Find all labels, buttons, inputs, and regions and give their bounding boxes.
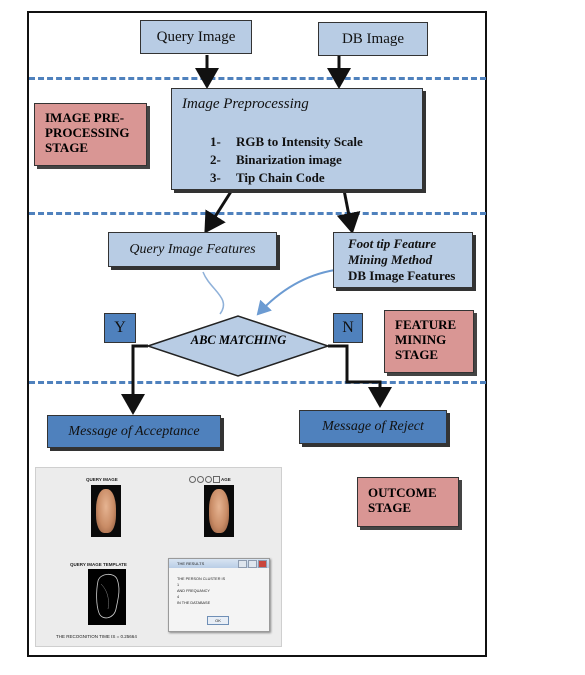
stage-label-feature-mining: FEATURE MINING STAGE	[384, 310, 474, 373]
decision-no-badge: N	[333, 313, 363, 343]
toolbar-data-icon	[213, 476, 220, 483]
recognition-time-label: THE RECOGNITION TIME IS = 0.25664	[56, 634, 137, 639]
preprocessing-box: Image Preprocessing 1-RGB to Intensity S…	[171, 88, 423, 190]
db-features-label: DB Image Features	[348, 268, 456, 283]
stage-label-preprocessing: IMAGE PRE-PROCESSING STAGE	[34, 103, 147, 166]
results-dialog: THE RESULTS THE PERSON CLUSTER IS 1 AND …	[168, 558, 270, 632]
toolbar-pan-icon	[205, 476, 212, 483]
arrow-no-to-reject	[328, 344, 392, 408]
dialog-text-line: 1	[177, 583, 180, 587]
foot-outline-icon	[96, 573, 120, 619]
preprocessing-step: 1-RGB to Intensity Scale	[210, 134, 363, 149]
toolbar-zoom-icon	[189, 476, 196, 483]
diagram-frame	[27, 11, 487, 657]
dialog-text-line: THE PERSON CLUSTER IS	[177, 577, 226, 581]
query-features-box: Query Image Features	[108, 232, 277, 267]
decision-yes-badge: Y	[104, 313, 136, 343]
feature-method-line-1: Foot tip Feature	[348, 236, 437, 251]
result-screenshot: QUERY IMAGE AGE QUERY IMAGE TEMPLATE THE…	[35, 467, 282, 647]
preprocessing-title: Image Preprocessing	[182, 96, 309, 112]
stage-divider-2	[29, 212, 486, 215]
db-features-box: Foot tip Feature Mining Method DB Image …	[333, 232, 473, 288]
maximize-icon[interactable]	[248, 560, 257, 568]
query-image-label: Query Image	[156, 28, 236, 45]
reject-label: Message of Reject	[322, 419, 424, 434]
decision-yes-label: Y	[114, 319, 126, 336]
preprocessing-step: 3-Tip Chain Code	[210, 170, 325, 185]
stage-divider-3	[29, 381, 486, 384]
screenshot-db-image-label-row: AGE	[189, 476, 231, 483]
acceptance-box: Message of Acceptance	[47, 415, 221, 448]
decision-label: ABC MATCHING	[190, 333, 287, 347]
close-icon[interactable]	[258, 560, 267, 568]
db-image-label: DB Image	[341, 30, 405, 47]
dialog-text-line: 4	[177, 595, 180, 599]
reject-box: Message of Reject	[299, 410, 447, 444]
query-image-box: Query Image	[140, 20, 252, 54]
feature-method-line-2: Mining Method	[348, 252, 433, 267]
stage-divider-1	[29, 77, 486, 80]
toolbar-zoom-icon	[197, 476, 204, 483]
stage-label-outcome: OUTCOME STAGE	[357, 477, 459, 527]
arrow-yes-to-acceptance	[121, 344, 148, 415]
preprocessing-steps: 1-RGB to Intensity Scale 2-Binarization …	[210, 133, 363, 187]
query-features-label: Query Image Features	[129, 241, 256, 257]
query-foot-image	[91, 485, 121, 537]
results-dialog-title: THE RESULTS	[177, 561, 205, 566]
arrow-preproc-to-query-features	[204, 189, 234, 234]
db-foot-image	[204, 485, 234, 537]
dialog-text-line: AND FREQUANCY	[177, 589, 210, 593]
preprocessing-step: 2-Binarization image	[210, 152, 342, 167]
screenshot-db-image-label: AGE	[221, 477, 231, 482]
db-image-box: DB Image	[318, 22, 428, 56]
query-template-image	[88, 569, 126, 625]
decision-no-label: N	[342, 319, 354, 336]
arrow-preproc-to-db-features	[336, 189, 361, 234]
dialog-ok-button[interactable]: OK	[207, 616, 229, 625]
decision-diamond	[145, 315, 331, 377]
results-dialog-titlebar: THE RESULTS	[169, 559, 269, 568]
dialog-text-line: IN THE DATABASE	[177, 601, 211, 605]
curve-query-features-to-matching	[202, 271, 225, 315]
acceptance-label: Message of Acceptance	[68, 423, 200, 439]
screenshot-template-label: QUERY IMAGE TEMPLATE	[70, 562, 127, 567]
screenshot-query-image-label: QUERY IMAGE	[86, 477, 118, 482]
curve-db-features-to-matching	[256, 269, 336, 316]
minimize-icon[interactable]	[238, 560, 247, 568]
